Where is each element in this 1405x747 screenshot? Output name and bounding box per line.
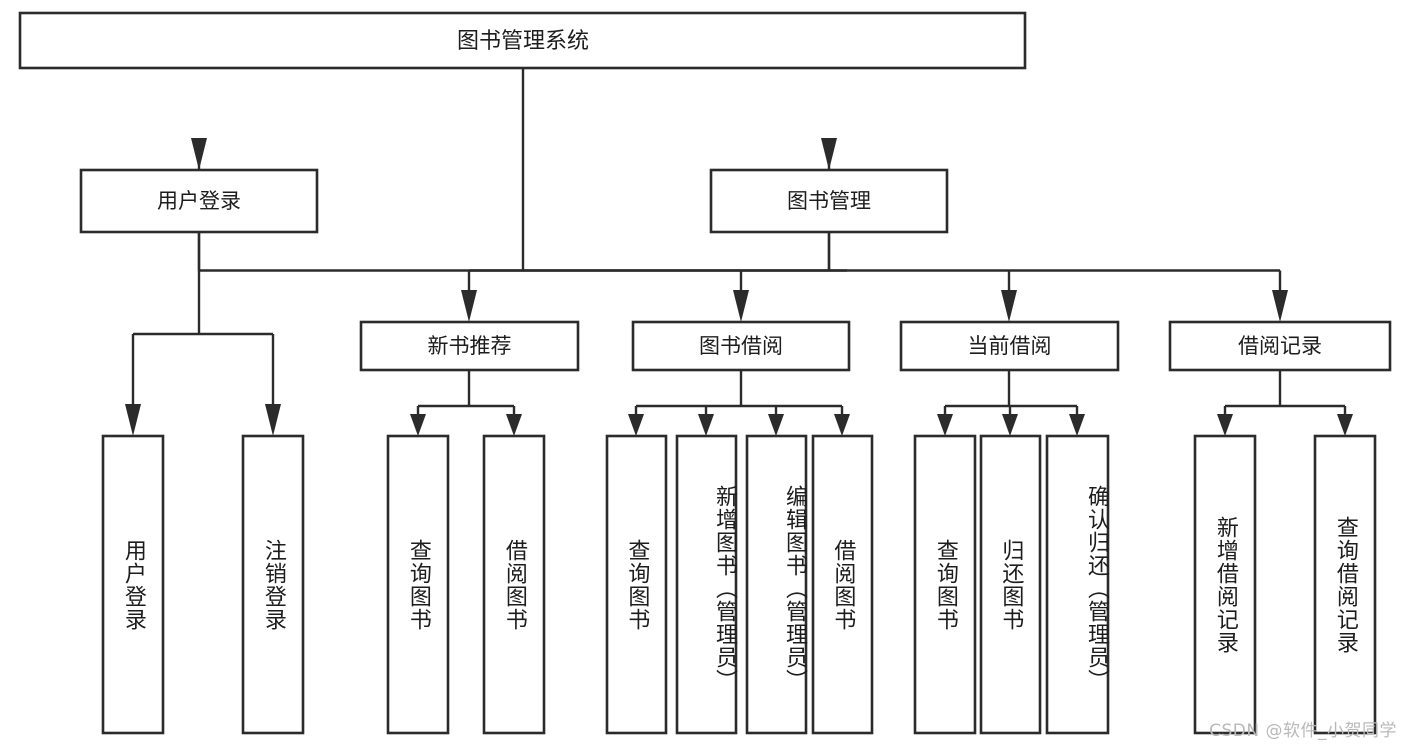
node-new-book-recommend-label: 新书推荐 xyxy=(428,334,512,358)
leaf-box-borrow-book-2[interactable] xyxy=(811,434,874,735)
connector-group-borrow-record xyxy=(1217,370,1353,436)
arrow-head-leaf-query-record xyxy=(1337,414,1353,436)
arrow-head-leaf-add-book xyxy=(698,414,714,436)
connector-group-user-login xyxy=(125,232,281,436)
connector-group-new-book-recommend xyxy=(410,370,522,436)
node-book-management[interactable]: 图书管理 xyxy=(709,168,949,234)
arrow-head-leaf-edit-book xyxy=(768,414,784,436)
leaf-box-query-record[interactable] xyxy=(1313,434,1377,735)
arrow-head-leaf-query-book-3 xyxy=(937,414,953,436)
arrow-head-leaf-add-record xyxy=(1217,414,1233,436)
arrow-head-leaf-borrow-book-1 xyxy=(506,414,522,436)
leaf-box-query-book-3[interactable] xyxy=(913,434,977,735)
leaf-box-borrow-book-1[interactable] xyxy=(482,434,546,735)
leaf-box-edit-book[interactable] xyxy=(745,434,808,735)
node-new-book-recommend[interactable]: 新书推荐 xyxy=(359,320,580,372)
leaf-box-add-book[interactable] xyxy=(675,434,738,735)
connector-group-book-borrow xyxy=(628,370,850,436)
leaf-box-return-book[interactable] xyxy=(979,434,1042,735)
node-book-borrow-box[interactable] xyxy=(631,320,851,372)
leaf-boxes xyxy=(101,434,1377,735)
node-book-borrow[interactable]: 图书借阅 xyxy=(631,320,851,372)
leaf-box-confirm-return[interactable] xyxy=(1045,434,1110,735)
arrow-head-leaf-return-book xyxy=(1002,414,1018,436)
node-root-label: 图书管理系统 xyxy=(457,29,589,54)
arrow-head-leaf-query-book-2 xyxy=(628,414,644,436)
arrow-head-c3 xyxy=(1001,290,1017,322)
node-book-management-label: 图书管理 xyxy=(787,189,871,213)
node-borrow-record-box[interactable] xyxy=(1168,320,1392,372)
node-root-box[interactable] xyxy=(18,11,1027,70)
arrow-head-leaf-confirm-return xyxy=(1069,414,1085,436)
arrow-group-root xyxy=(191,138,837,170)
leaf-box-query-book-1[interactable] xyxy=(386,434,450,735)
node-borrow-record-label: 借阅记录 xyxy=(1238,334,1322,358)
node-borrow-record[interactable]: 借阅记录 xyxy=(1168,320,1392,372)
node-root[interactable]: 图书管理系统 xyxy=(18,11,1027,70)
node-book-borrow-label: 图书借阅 xyxy=(699,334,783,358)
leaf-box-user-login[interactable] xyxy=(101,434,165,735)
node-user-login[interactable]: 用户登录 xyxy=(79,168,319,234)
connector-group-book-management xyxy=(461,232,1288,322)
leaf-box-logout-login[interactable] xyxy=(241,434,305,735)
connector-group-current-borrow xyxy=(937,370,1085,436)
node-new-book-recommend-box[interactable] xyxy=(359,320,580,372)
arrow-head-leaf-user-login xyxy=(125,404,141,436)
arrow-head-c2 xyxy=(733,290,749,322)
node-current-borrow-label: 当前借阅 xyxy=(968,334,1052,358)
node-current-borrow-box[interactable] xyxy=(899,320,1120,372)
watermark-text: CSDN @软件_小贺同学 xyxy=(1209,721,1397,741)
arrow-head-user-login xyxy=(191,138,207,170)
arrow-head-leaf-borrow-book-2 xyxy=(834,414,850,436)
node-user-login-label: 用户登录 xyxy=(157,189,241,213)
arrow-head-book-management xyxy=(821,138,837,170)
node-current-borrow[interactable]: 当前借阅 xyxy=(899,320,1120,372)
arrow-head-leaf-logout-login xyxy=(265,404,281,436)
leaf-box-query-book-2[interactable] xyxy=(605,434,668,735)
arrow-head-c4 xyxy=(1272,290,1288,322)
arrow-head-c1 xyxy=(461,290,477,322)
arrow-head-leaf-query-book-1 xyxy=(410,414,426,436)
leaf-box-add-record[interactable] xyxy=(1193,434,1257,735)
node-user-login-box[interactable] xyxy=(79,168,319,234)
